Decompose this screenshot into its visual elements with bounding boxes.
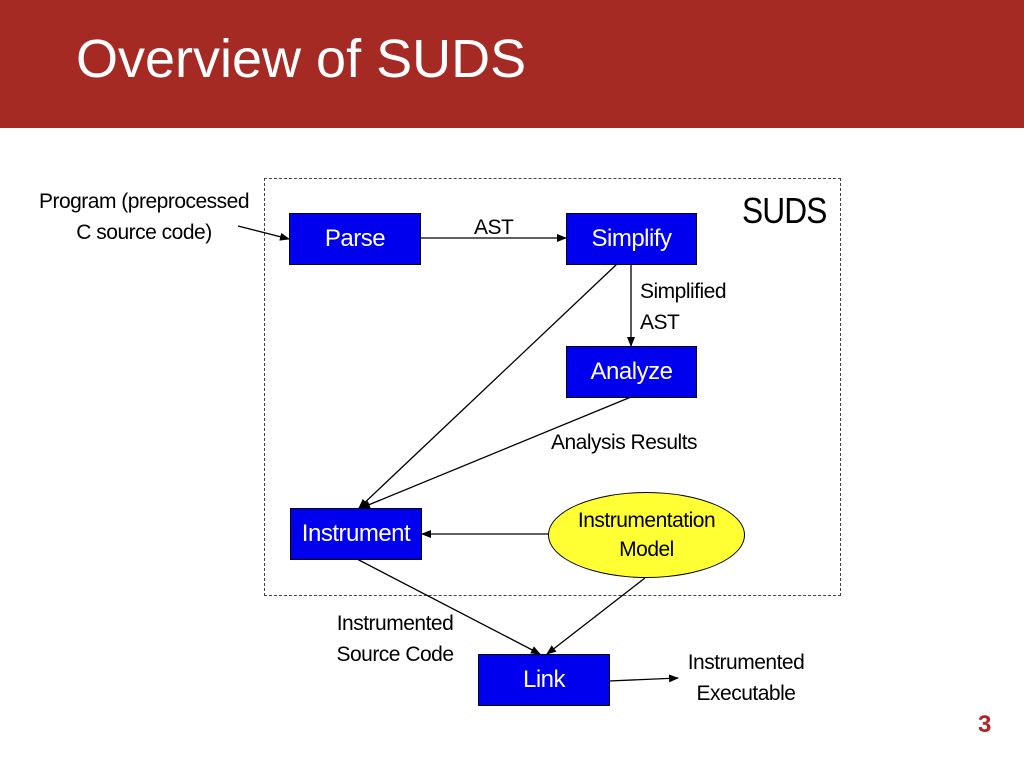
simplified-ast-edge-label: Simplified AST	[640, 276, 727, 338]
instrumented-executable-label-line2: Executable	[696, 682, 796, 705]
edge-model-to-link	[546, 577, 646, 655]
simplify-node[interactable]: Simplify	[566, 213, 697, 265]
simplified-ast-label-line1: Simplified	[640, 280, 727, 303]
analysis-results-edge-label: Analysis Results	[551, 431, 698, 454]
edge-link-to-output	[608, 674, 679, 683]
suds-system-boundary	[264, 178, 841, 596]
instrumented-source-label-line2: Source Code	[336, 643, 454, 666]
edge-input-to-parse	[237, 225, 290, 241]
instrumentation-model-line2: Model	[619, 538, 674, 561]
analyze-node[interactable]: Analyze	[566, 346, 697, 398]
parse-node[interactable]: Parse	[289, 213, 421, 265]
input-label-line2: C source code)	[76, 221, 212, 244]
edge-analyze-to-instrument	[360, 396, 632, 509]
instrumentation-model-node[interactable]: Instrumentation Model	[548, 492, 745, 578]
instrumentation-model-line1: Instrumentation	[577, 509, 716, 532]
edge-instrument-to-link	[356, 558, 541, 655]
slide-title: Overview of SUDS	[76, 29, 527, 89]
suds-boundary-label: SUDS	[742, 190, 827, 231]
input-label-line1: Program (preprocessed	[38, 190, 250, 213]
simplified-ast-label-line2: AST	[640, 311, 680, 334]
instrumented-source-label-line1: Instrumented	[336, 612, 454, 635]
edge-simplify-to-instrument	[358, 263, 618, 509]
instrumented-executable-label: Instrumented Executable	[676, 647, 816, 709]
instrumented-source-edge-label: Instrumented Source Code	[325, 608, 465, 670]
link-node[interactable]: Link	[478, 654, 610, 706]
title-bar: Overview of SUDS	[0, 0, 1024, 128]
instrumented-executable-label-line1: Instrumented	[687, 651, 805, 674]
instrument-node[interactable]: Instrument	[290, 508, 422, 560]
input-label: Program (preprocessed C source code)	[24, 186, 264, 248]
page-number: 3	[978, 711, 992, 738]
ast-edge-label: AST	[474, 216, 514, 239]
